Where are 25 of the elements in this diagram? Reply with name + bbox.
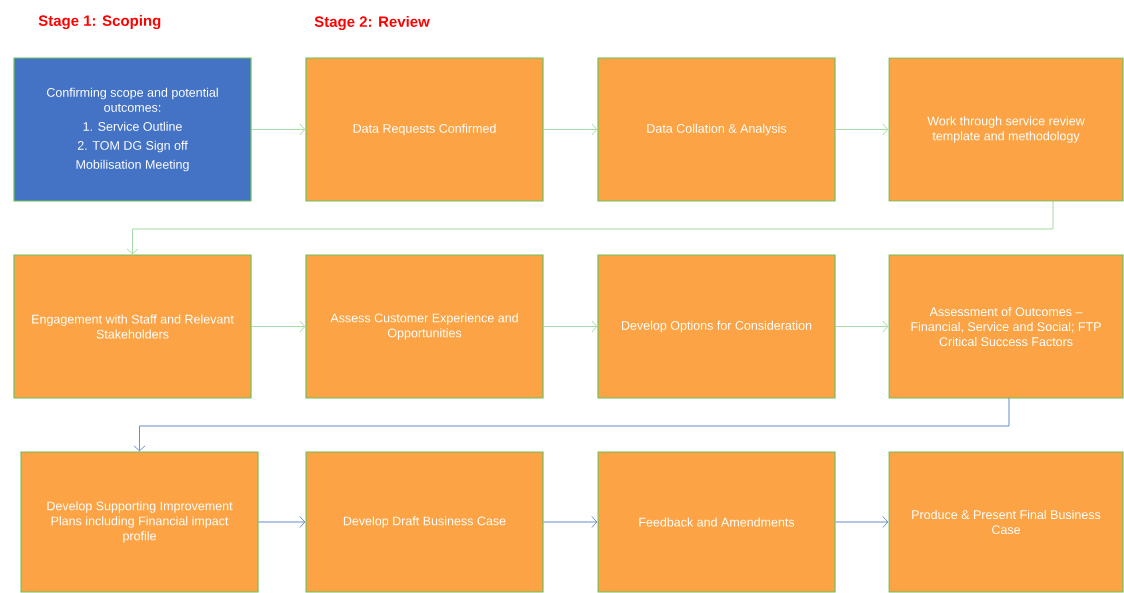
arrow: [835, 123, 889, 136]
arrow: [835, 516, 889, 528]
arrow: [251, 320, 306, 333]
process-box: Data Requests Confirmed: [305, 57, 544, 202]
arrow: [126, 200, 1054, 255]
stage-heading: Stage 1: Scoping: [38, 14, 161, 29]
process-box: Confirming scope and potential outcomes: 1. Service Outline 2. TOM DG Sign off Mobilisation Meeting: [13, 57, 252, 202]
process-box: Assess Customer Experience and Opportunities: [305, 254, 544, 399]
process-box: Produce & Present Final Business Case: [888, 451, 1124, 593]
stage-heading: Stage 2: Review: [314, 15, 430, 30]
process-box: Develop Draft Business Case: [305, 451, 544, 593]
process-box: Engagement with Staff and Relevant Stakeholders: [13, 254, 252, 399]
arrow: [543, 320, 598, 333]
process-box: Feedback and Amendments: [597, 451, 836, 593]
arrow: [543, 123, 598, 136]
process-box: Develop Supporting Improvement Plans including Financial impact profile: [20, 451, 259, 593]
arrow: [835, 320, 889, 333]
process-box: Develop Options for Consideration: [597, 254, 836, 399]
process-box: Data Collation & Analysis: [597, 57, 836, 202]
arrow: [543, 516, 598, 528]
process-box: Work through service review template and methodology: [888, 57, 1124, 202]
arrow: [251, 123, 306, 136]
arrow: [133, 397, 1010, 452]
arrow: [258, 516, 306, 528]
process-box: Assessment of Outcomes – Financial, Service and Social; FTP Critical Success Factors: [888, 254, 1124, 399]
